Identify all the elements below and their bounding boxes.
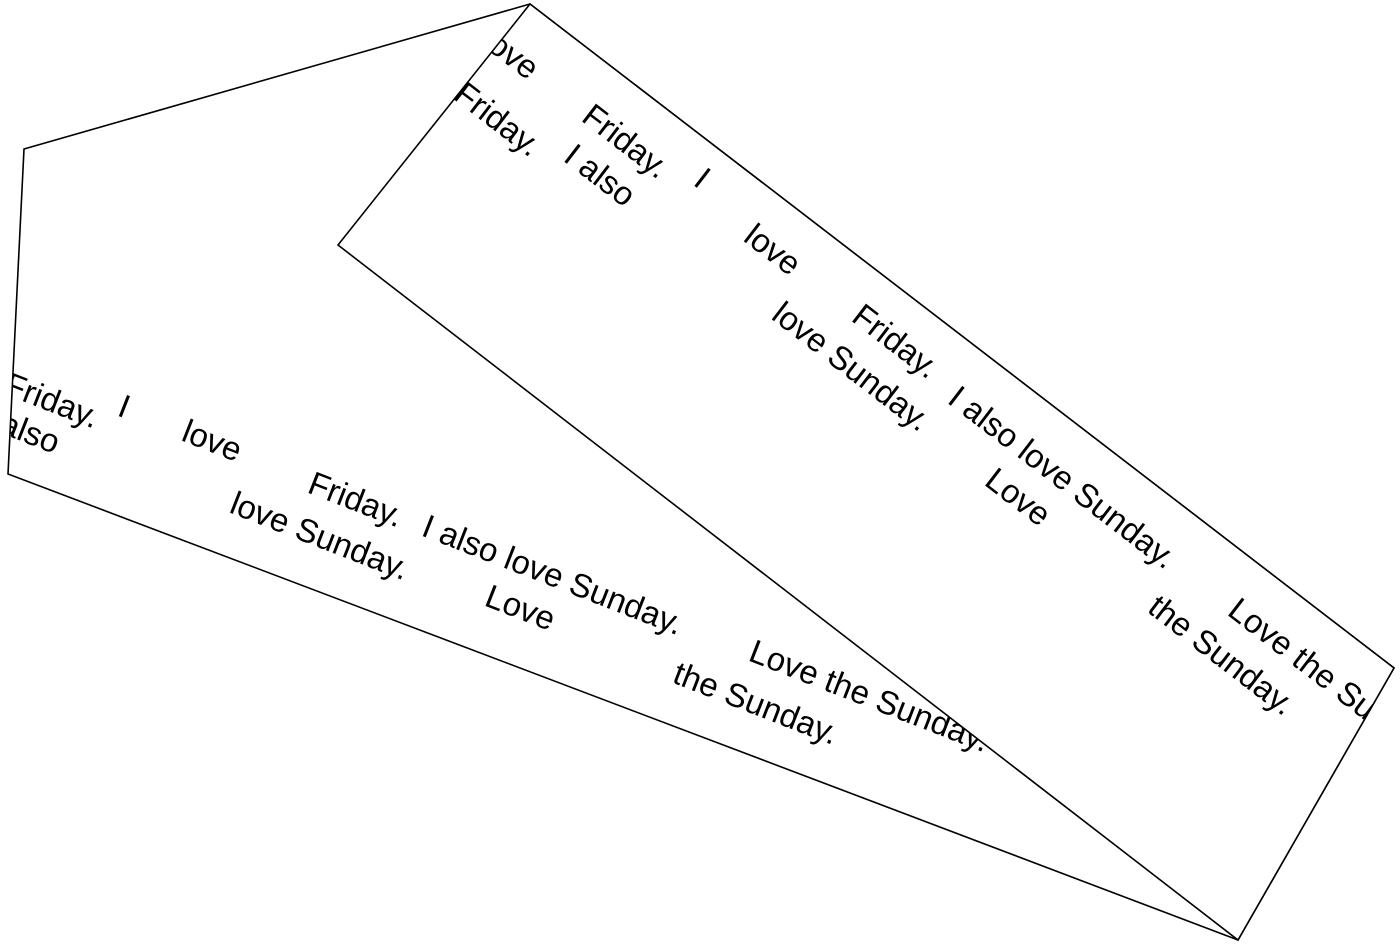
right-panel-shape — [336, 2, 1396, 942]
right-panel: love Friday. Friday. I love Friday. I al… — [336, 2, 1396, 942]
